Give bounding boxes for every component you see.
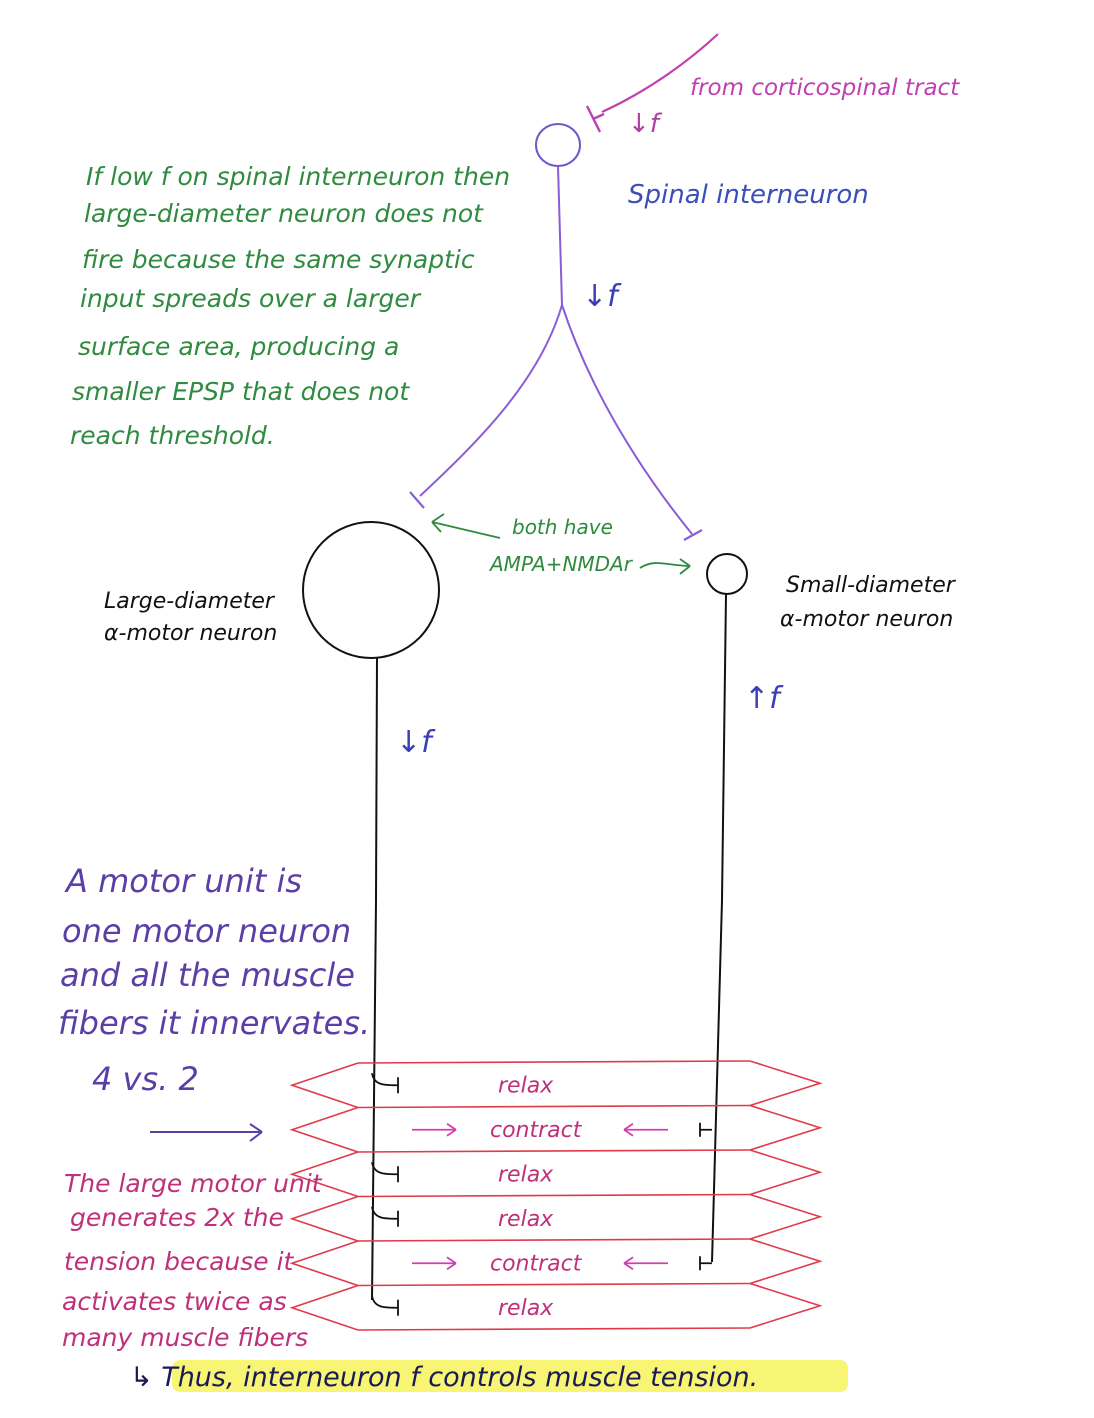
purple-note-line: fibers it innervates. bbox=[58, 1004, 370, 1042]
spinal-interneuron-soma bbox=[535, 123, 581, 167]
green-note-line: smaller EPSP that does not bbox=[72, 377, 410, 406]
comparison-label: 4 vs. 2 bbox=[92, 1060, 199, 1098]
interneuron-label: Spinal interneuron bbox=[628, 180, 869, 210]
tension-explanation-note: The large motor unit generates 2x the te… bbox=[62, 1169, 323, 1352]
muscle-fiber-outline bbox=[289, 1060, 823, 1109]
muscle-fiber-outline bbox=[289, 1193, 823, 1242]
fiber-boundary bbox=[357, 1327, 751, 1331]
tract-frequency-label: ↓f bbox=[628, 109, 663, 139]
both-have-label-line1: both have bbox=[512, 515, 613, 539]
muscle-fiber-label: contract bbox=[490, 1251, 583, 1276]
purple-note-line: and all the muscle bbox=[60, 956, 355, 994]
green-note-line: reach threshold. bbox=[70, 421, 275, 450]
green-note-line: input spreads over a larger bbox=[80, 284, 422, 313]
small-neuron-label-line2: α-motor neuron bbox=[780, 607, 953, 632]
fiber-boundary bbox=[357, 1193, 751, 1198]
large-neuron-synapse bbox=[371, 1206, 399, 1227]
muscle-fiber-outline bbox=[289, 1282, 823, 1331]
interneuron-branch-right bbox=[561, 304, 693, 535]
green-note-line: large-diameter neuron does not bbox=[84, 199, 484, 228]
muscle-fiber-outline bbox=[289, 1238, 823, 1287]
magenta-note-line: tension because it bbox=[64, 1247, 295, 1276]
corticospinal-terminal bbox=[585, 105, 605, 133]
small-neuron-synapse bbox=[699, 1256, 712, 1271]
corticospinal-axon bbox=[601, 33, 719, 113]
comparison-arrow bbox=[150, 1123, 263, 1142]
fiber-boundary bbox=[357, 1282, 751, 1287]
small-neuron-frequency-label: ↑f bbox=[744, 681, 784, 716]
large-neuron-label-line1: Large-diameter bbox=[104, 589, 276, 614]
interneuron-axon bbox=[557, 165, 563, 306]
small-neuron-axon bbox=[711, 593, 727, 1263]
small-neuron-synapse bbox=[699, 1122, 712, 1137]
interneuron-terminal-right bbox=[683, 529, 703, 541]
large-neuron-axon bbox=[371, 657, 378, 1301]
receptor-arrow-left bbox=[431, 513, 501, 539]
fiber-boundary bbox=[357, 1238, 751, 1242]
fiber-boundary bbox=[357, 1060, 751, 1064]
muscle-fiber-label: relax bbox=[498, 1207, 554, 1232]
interneuron-frequency-label: ↓f bbox=[582, 279, 622, 314]
magenta-note-line: The large motor unit bbox=[64, 1169, 323, 1198]
interneuron-terminal-left bbox=[409, 491, 425, 509]
green-note-line: If low f on spinal interneuron then bbox=[86, 162, 510, 191]
large-motor-neuron-soma bbox=[302, 521, 440, 659]
fiber-boundary bbox=[357, 1104, 751, 1109]
muscle-fiber-label: relax bbox=[498, 1296, 554, 1321]
contract-arrow-left bbox=[412, 1256, 457, 1270]
interneuron-branch-left bbox=[419, 304, 563, 497]
muscle-fibers: relax contract relax relax contract relax bbox=[289, 1060, 823, 1331]
contract-arrow-right bbox=[623, 1256, 668, 1270]
green-explanation-note: If low f on spinal interneuron then larg… bbox=[70, 162, 510, 450]
conclusion-highlight bbox=[172, 1360, 848, 1392]
muscle-fiber-label: contract bbox=[490, 1118, 583, 1143]
receptor-arrow-right bbox=[639, 558, 691, 575]
magenta-note-line: generates 2x the bbox=[70, 1203, 284, 1232]
muscle-fiber-label: relax bbox=[498, 1073, 554, 1098]
large-neuron-synapse bbox=[371, 1295, 399, 1316]
conclusion-text: ↳ Thus, interneuron f controls muscle te… bbox=[130, 1362, 758, 1393]
muscle-fiber-label: relax bbox=[498, 1162, 554, 1187]
fiber-boundary bbox=[357, 1149, 751, 1153]
purple-note-line: A motor unit is bbox=[64, 862, 302, 900]
green-note-line: fire because the same synaptic bbox=[82, 245, 475, 274]
from-tract-label: from corticospinal tract bbox=[690, 75, 960, 101]
muscle-fiber-outline bbox=[289, 1149, 823, 1198]
green-note-line: surface area, producing a bbox=[78, 332, 399, 361]
both-have-label-line2: AMPA+NMDAr bbox=[488, 552, 634, 576]
purple-note-line: one motor neuron bbox=[62, 912, 351, 950]
small-motor-neuron-soma bbox=[706, 553, 748, 595]
contract-arrow-left bbox=[412, 1123, 457, 1137]
muscle-fiber-outline bbox=[289, 1104, 823, 1153]
motor-unit-definition-note: A motor unit is one motor neuron and all… bbox=[58, 862, 370, 1042]
contract-arrow-right bbox=[623, 1123, 668, 1137]
large-neuron-synapse bbox=[371, 1073, 399, 1094]
small-neuron-label-line1: Small-diameter bbox=[786, 573, 957, 598]
magenta-note-line: activates twice as bbox=[62, 1287, 287, 1316]
large-neuron-frequency-label: ↓f bbox=[396, 725, 436, 760]
large-neuron-label-line2: α-motor neuron bbox=[104, 621, 277, 646]
large-neuron-synapse bbox=[371, 1162, 399, 1183]
magenta-note-line: many muscle fibers bbox=[62, 1323, 308, 1352]
